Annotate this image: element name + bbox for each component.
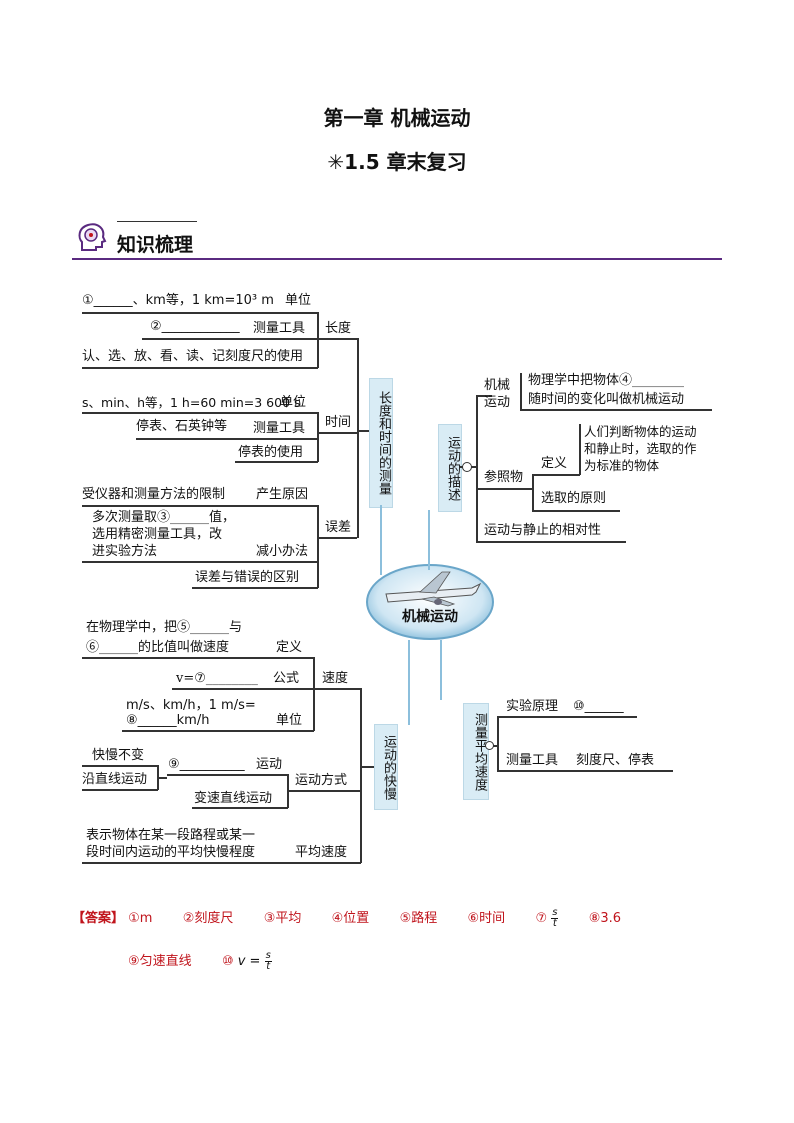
time-unit-text: s、min、h等，1 h=60 min=3 600 s	[82, 395, 301, 410]
answer-4: ④位置	[331, 911, 370, 926]
time-unit-label: 单位	[280, 395, 307, 410]
answer-6: ⑥时间	[467, 911, 506, 926]
avg-node: 平均速度	[295, 845, 348, 860]
exp-tool-text: 刻度尺、停表	[576, 753, 655, 768]
exp-tool-label: 测量工具	[506, 753, 559, 768]
time-node: 时间	[325, 415, 352, 430]
center-node: 机械运动	[364, 562, 496, 642]
answer-7: ⑦	[535, 911, 548, 926]
error-reduce-line2: 选用精密测量工具，改	[92, 527, 223, 542]
head-brain-icon	[74, 220, 110, 256]
answer-10: ⑩	[221, 954, 234, 969]
reference-def-line3: 为标准的物体	[584, 458, 660, 473]
speed-def-line1: 在物理学中，把⑤______与	[86, 620, 243, 635]
length-unit-text: ①______、km等，1 km=10³ m	[82, 293, 274, 308]
speed-node: 速度	[322, 671, 349, 686]
time-tool-text: 停表、石英钟等	[136, 419, 228, 434]
chapter-title: 第一章 机械运动	[323, 106, 471, 130]
reference-def-line1: 人们判断物体的运动	[584, 424, 697, 439]
mode-node: 运动方式	[295, 773, 348, 788]
time-tool-label: 测量工具	[253, 421, 306, 436]
error-reduce-line3: 进实验方法	[92, 544, 158, 559]
error-diff-label: 误差与错误的区别	[195, 570, 300, 585]
error-cause-label: 产生原因	[256, 487, 309, 502]
branch-motion-speed: 运动的快慢	[374, 724, 398, 810]
reference-choose-label: 选取的原则	[541, 491, 607, 506]
length-use-label: 刻度尺的使用	[225, 349, 304, 364]
answer-3: ③平均	[263, 911, 302, 926]
speed-unit-line1: m/s、km/h，1 m/s=	[126, 698, 256, 713]
error-cause-text: 受仪器和测量方法的限制	[82, 487, 226, 502]
speed-unit-line2: ⑧______km/h	[126, 713, 210, 728]
mode-mid-label: 运动	[256, 757, 283, 772]
speed-unit-label: 单位	[276, 713, 303, 728]
mech-text2: 随时间的变化叫做机械运动	[528, 392, 685, 407]
answer-5: ⑤路程	[399, 911, 438, 926]
mech-text1: 物理学中把物体④________	[528, 373, 685, 388]
avg-line2: 段时间内运动的平均快慢程度	[86, 845, 256, 860]
branch-motion-desc: 运动的描述	[438, 424, 462, 512]
speed-def-label: 定义	[276, 640, 303, 655]
answers-label: 【答案】	[72, 911, 125, 926]
relativity-text: 运动与静止的相对性	[484, 523, 602, 538]
principle-blank: ⑩______	[573, 699, 624, 714]
reference-def-label: 定义	[541, 456, 568, 471]
mode-bottom-label: 变速直线运动	[194, 791, 273, 806]
error-reduce-label: 减小办法	[256, 544, 309, 559]
avg-line1: 表示物体在某一段路程或某一	[86, 828, 256, 843]
speed-formula-text: v=⑦________	[176, 671, 258, 686]
length-tool-text: ②____________	[150, 319, 240, 334]
answer-10-expr: v =	[237, 954, 261, 969]
answer-1: ①m	[128, 911, 153, 926]
section-overline	[117, 221, 197, 222]
mech-node: 机械运动	[484, 378, 511, 410]
error-reduce-line1: 多次测量取③______值，	[92, 510, 236, 525]
length-use-text: 认、选、放、看、读、记	[82, 349, 226, 364]
answer-9: ⑨匀速直线	[128, 954, 192, 969]
mode-left2: 沿直线运动	[82, 772, 148, 787]
mode-left1: 快慢不变	[92, 748, 145, 763]
reference-node: 参照物	[484, 470, 524, 485]
branch-length-time: 长度和时间的测量	[369, 378, 393, 508]
mode-mid-text: ⑨__________	[168, 757, 245, 772]
length-tool-label: 测量工具	[253, 321, 306, 336]
principle-label: 实验原理	[506, 699, 559, 714]
reference-def-line2: 和静止时，选取的作	[584, 441, 697, 456]
answer-8: ⑧3.6	[588, 911, 622, 926]
error-node: 误差	[325, 520, 352, 535]
time-use-label: 停表的使用	[238, 445, 304, 460]
length-unit-label: 单位	[285, 293, 312, 308]
speed-def-line2: ⑥______的比值叫做速度	[86, 640, 230, 655]
section-title: ✳1.5 章末复习	[327, 150, 467, 174]
branch-avg-speed-measure: 测量平均速度	[463, 703, 489, 800]
section-label: 知识梳理	[117, 234, 194, 256]
speed-formula-label: 公式	[273, 671, 300, 686]
length-node: 长度	[325, 321, 352, 336]
section-divider	[72, 258, 722, 260]
answer-2: ②刻度尺	[182, 911, 234, 926]
center-label: 机械运动	[402, 609, 458, 625]
